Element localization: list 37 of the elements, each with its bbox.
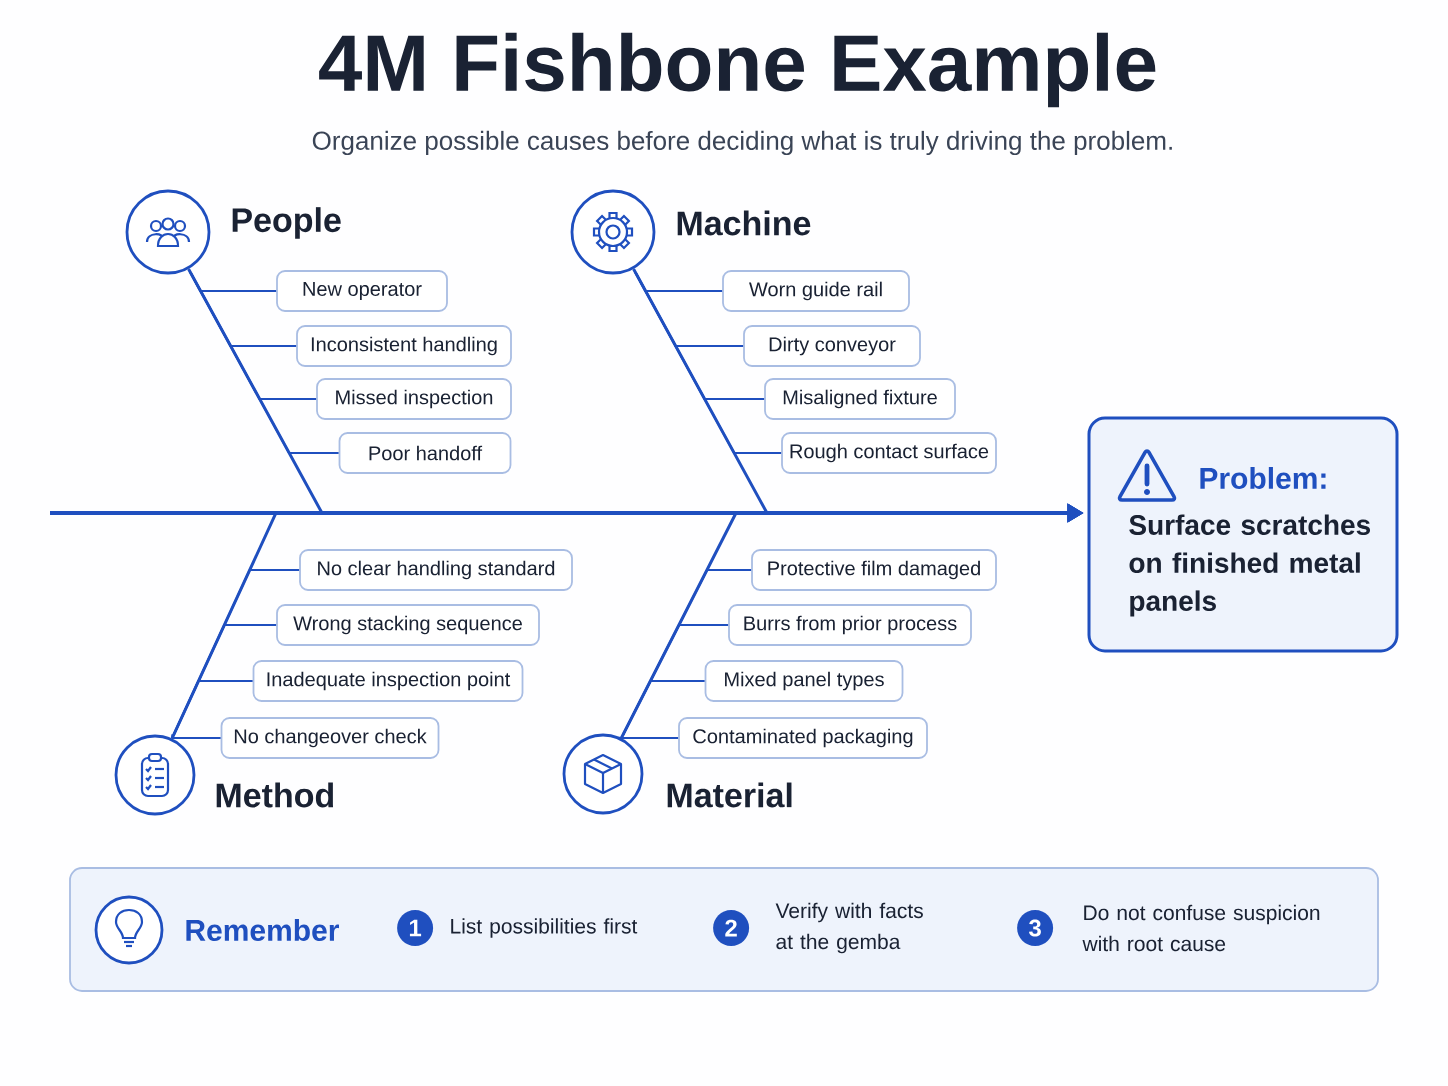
step-number: 2 — [713, 910, 750, 946]
cause-box: Inconsistent handling — [296, 325, 512, 367]
cause-box: Wrong stacking sequence — [276, 604, 540, 646]
subtitle: Organize possible causes before deciding what is truly driving the problem. — [312, 130, 1172, 156]
cause-box: No clear handling standard — [299, 549, 573, 591]
problem-heading: Problem: — [1200, 467, 1326, 489]
cause-line — [634, 271, 783, 454]
cause-box: Burrs from prior process — [728, 604, 972, 646]
cause-box: New operator — [276, 270, 448, 312]
reminder-heading: Remember — [186, 919, 339, 941]
cause-box: Misaligned fixture — [764, 378, 956, 420]
cause-box: No changeover check — [220, 717, 440, 759]
cause-box: Rough contact surface — [781, 432, 997, 474]
step-number: 1 — [397, 910, 434, 946]
step-text: List possibilities first — [451, 918, 638, 938]
category-heading: Material — [667, 782, 792, 808]
cause-box: Missed inspection — [316, 378, 512, 420]
cause-box: Contaminated packaging — [678, 717, 928, 759]
problem-statement: Surface scratches on finished metal panels — [1129, 514, 1370, 617]
title: 4M Fishbone Example — [319, 32, 1156, 108]
step-number: 3 — [1017, 910, 1054, 946]
category-heading: Method — [216, 782, 334, 808]
cause-box: Worn guide rail — [722, 270, 910, 312]
cause-line — [616, 736, 680, 739]
step-text: Verify with facts at the gemba — [775, 902, 923, 954]
category-heading: People — [232, 207, 341, 239]
cause-line — [189, 271, 340, 454]
cause-line — [171, 733, 222, 739]
cause-line — [622, 680, 706, 736]
cause-box: Inadequate inspection point — [252, 660, 524, 702]
cause-line — [172, 680, 254, 736]
cause-box: Poor handoff — [338, 432, 512, 474]
category-heading: Machine — [677, 210, 811, 236]
cause-box: Dirty conveyor — [743, 325, 921, 367]
cause-box: Mixed panel types — [704, 660, 904, 702]
step-text: Do not confuse suspicion with root cause — [1082, 904, 1320, 952]
cause-box: Protective film damaged — [751, 549, 997, 591]
